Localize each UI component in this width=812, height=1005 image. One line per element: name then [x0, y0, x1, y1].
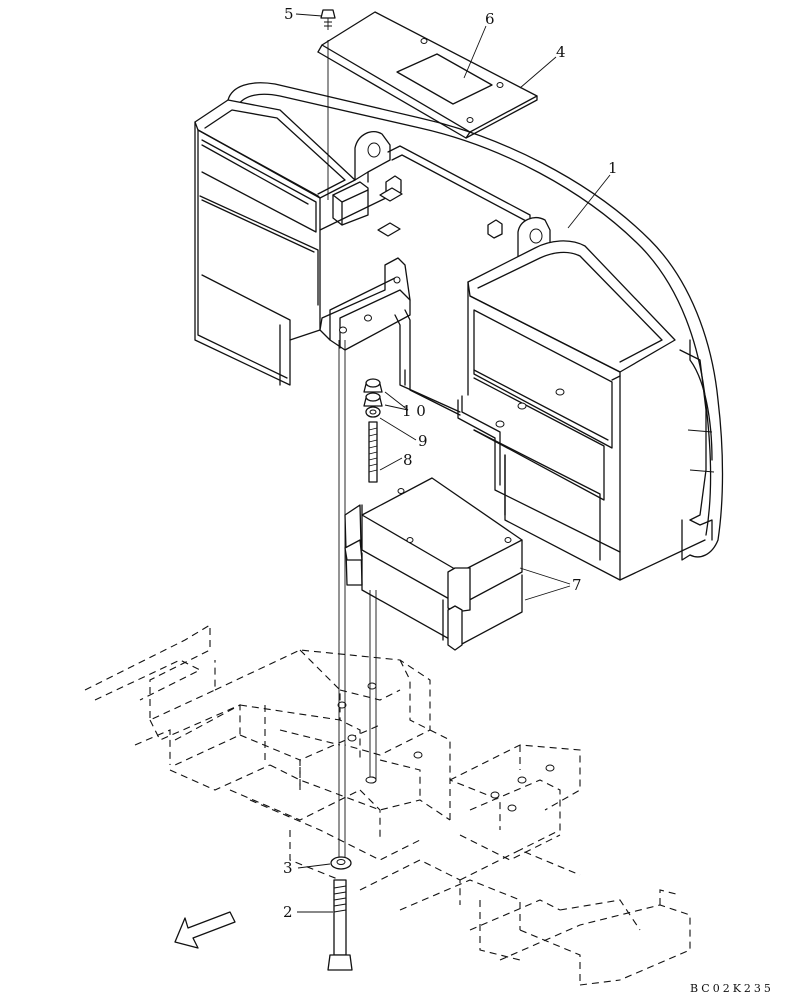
frame-dashed-outline	[84, 624, 691, 986]
callout-5: 5	[284, 5, 294, 23]
leader-lines	[295, 13, 611, 913]
callout-9: 9	[418, 432, 428, 450]
callout-8: 8	[403, 451, 413, 469]
slab-weights	[344, 477, 523, 651]
callout-7: 7	[572, 576, 582, 594]
callout-10: 1 0	[402, 402, 426, 420]
callout-4: 4	[556, 43, 566, 61]
callout-labels: 1 2 3 4 5 6 7 8 9 1 0	[283, 5, 618, 921]
arrow-icon	[174, 911, 236, 949]
counterweight-body	[194, 82, 724, 581]
bolt-assembly	[320, 9, 383, 971]
callout-1: 1	[608, 159, 618, 177]
decal-label	[396, 53, 493, 105]
callout-3: 3	[283, 859, 293, 877]
callout-6: 6	[485, 10, 495, 28]
cover-plate	[317, 11, 538, 139]
figure-code: BC02K235	[690, 982, 774, 995]
callout-2: 2	[283, 903, 293, 921]
